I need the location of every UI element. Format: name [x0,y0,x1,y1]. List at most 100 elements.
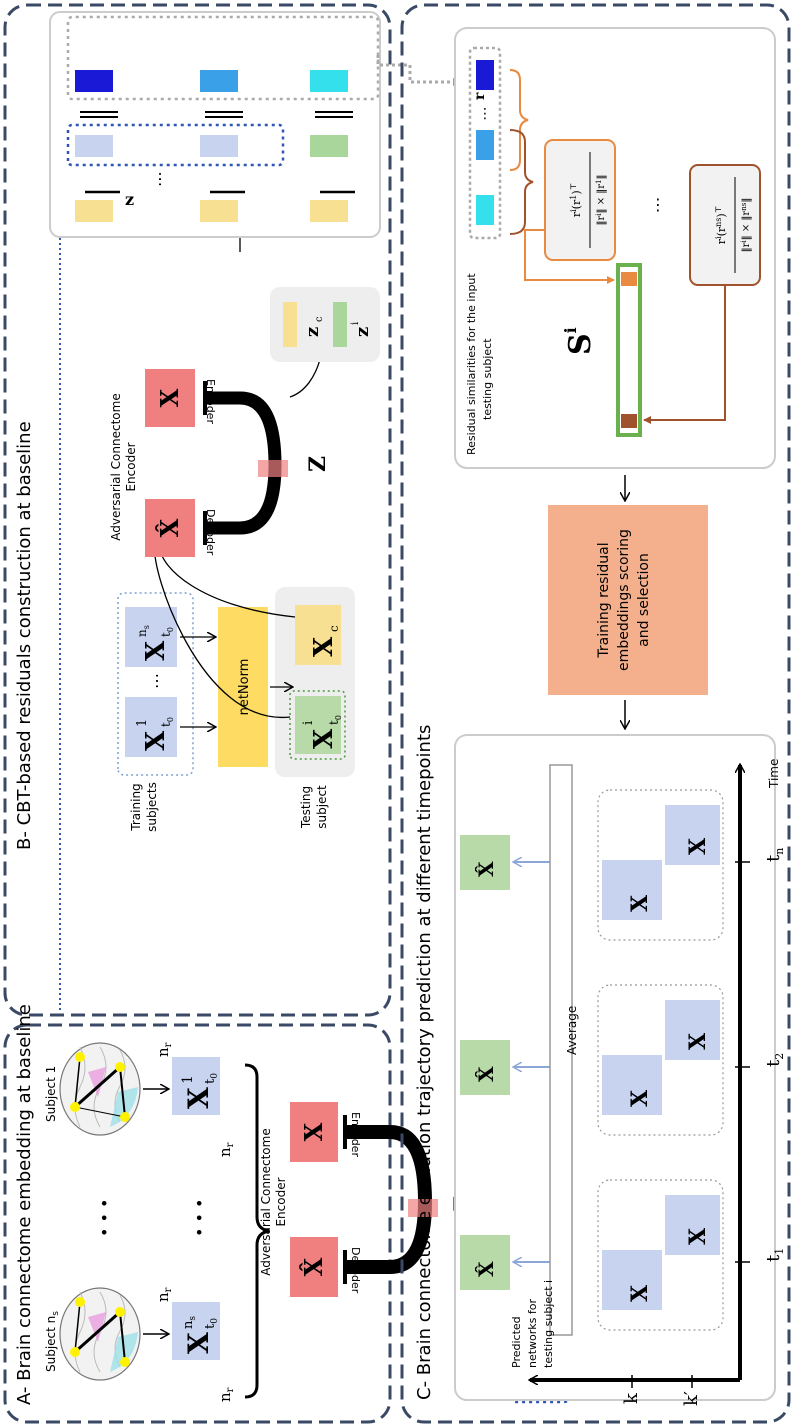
si-entry-ns [621,414,637,428]
svg-text:X̂: X̂ [474,1066,498,1082]
svg-text:X: X [141,730,171,751]
svg-text:X: X [627,1284,653,1302]
connector-a-to-b [59,125,68,1010]
svg-text:X: X [685,1227,711,1245]
average-label: Average [565,1006,579,1055]
residual-row-1: z [75,70,134,222]
nr-label-1a: nr [154,1042,174,1057]
svg-text:X: X [627,1089,653,1107]
scoring-box [548,505,708,695]
r1-bar [476,60,494,90]
nr-label-2b: nr [216,1387,236,1402]
matrix-x-t0-1-sub: t0 [203,1073,220,1084]
group-t1-xkp [665,1195,720,1255]
label-subject-1: Subject 1 [44,1066,58,1122]
netnorm-label: netNorm [237,659,252,716]
si-label: Si [561,327,598,355]
svg-text:t0: t0 [159,627,175,637]
embed-zc [283,302,297,347]
svg-text:X: X [309,728,339,749]
svg-text:1: 1 [135,719,150,727]
subjects-dots: • • • [95,1199,114,1237]
embeddings-box-b [66,123,285,167]
r-dots: ⋮ [478,106,492,122]
residual-dots-b: ⋯ [150,171,169,187]
svg-text:c: c [314,316,325,322]
tick-tn: tn [763,848,786,862]
ace-b-title-1: Adversarial Connectome [109,393,123,540]
scoring-label-1: Training residual [596,542,612,658]
ace-a-bottleneck [408,1199,438,1217]
ace-b-z: Z [305,456,331,472]
similarity-formula-r1 [544,139,616,261]
ace-b-x-label: X [155,388,184,407]
arrow-simns-to-si [643,285,726,424]
group-t2 [597,984,724,1136]
ace-a-xhat [290,1237,338,1297]
svg-text:X̂: X̂ [474,861,498,877]
panel-c-title: C- Brain connectome evolution trajectory… [414,725,435,1400]
residual-row-i [310,70,355,222]
predicted-label-1: Predicted [510,1316,523,1368]
arrow-to-ace-1 [155,547,291,718]
brain-subject-1 [59,1042,141,1136]
testing-subject-label-2: subject [315,785,329,829]
brace-r1 [509,69,529,171]
residual-row-ns [200,70,245,222]
ace-b-title-2: Encoder [124,442,138,491]
si-entry-1 [621,272,637,286]
predicted-label-2: networks for [526,1298,539,1368]
svg-text:X: X [685,1032,711,1050]
svg-text:X: X [627,894,653,912]
matrix-x-t0-1 [172,1057,220,1115]
zc-zi-panel [270,287,380,362]
panel-b-border [3,3,392,1017]
ace-b-encoder: Encoder [204,379,217,424]
training-subjects-label-1: Training [129,783,143,831]
svg-text:‖ri‖ × ‖r1‖: ‖ri‖ × ‖r1‖ [595,174,607,225]
ace-b-x [145,369,195,427]
ace-a-xhat-label: X̂ [299,1257,328,1276]
svg-text:i: i [301,721,316,725]
formula-dots: ⋮ [650,195,666,214]
ace-a-x [290,1102,338,1162]
r1-label: r [472,92,488,100]
panel-c-border [400,3,791,1424]
group-t2-xkp [665,1000,720,1060]
ace-b-decoder: Decoder [204,509,217,556]
svg-text:i: i [350,322,361,325]
matrix-x-t0-1-sup: 1 [180,1075,196,1084]
tick-t1: t1 [763,1248,786,1262]
similarity-formula-r1-text: ri(r1)⊤ [569,183,583,217]
svg-text:X: X [141,640,171,661]
train-dots: … [143,673,162,689]
brace-inputs [244,1063,270,1399]
x-c-box [295,605,341,665]
average-bar [549,764,573,1336]
netnorm-box [218,607,268,767]
panel-a-title: A- Brain connectome embedding at baselin… [14,1004,35,1405]
brace-rns [509,129,534,235]
connector-b-to-c [376,55,461,86]
residual-similarity-label-1: Residual similarities for the input [465,273,478,455]
svg-text:‖ri‖ × ‖rns‖: ‖ri‖ × ‖rns‖ [740,198,752,253]
panel-b-title: B- CBT-based residuals construction at b… [14,421,35,850]
ace-a-title-2: Encoder [274,1177,288,1226]
svg-text:z: z [302,327,323,337]
matrix-x-t0-ns [172,1302,220,1360]
tick-k: k [621,1392,642,1404]
pred-x-t1 [460,1235,510,1290]
matrix-x-t0-ns-sub: t0 [203,1318,220,1329]
tick-k-prime: k′ [681,1391,702,1406]
matrix-x-t0-1-label: X [182,1087,215,1109]
svg-text:t0: t0 [327,715,343,725]
group-t1-xk [602,1250,662,1310]
ace-a-decoder: Decoder [349,1247,362,1294]
svg-text:c: c [327,625,341,632]
training-subjects-label-2: subjects [145,782,159,832]
tick-t2: t2 [763,1053,786,1067]
nr-label-1b: nr [216,1142,236,1157]
ace-b-bottleneck [258,460,288,477]
embed-zi [333,302,347,347]
